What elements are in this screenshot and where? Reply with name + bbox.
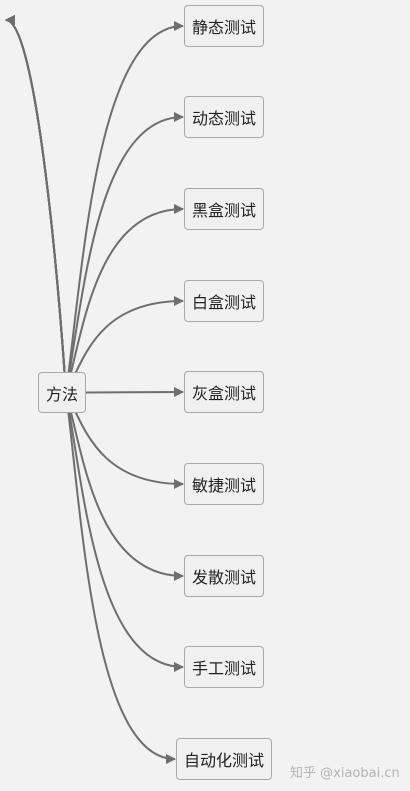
child-node-black-box-test[interactable]: 黑盒测试 — [184, 188, 264, 230]
child-node-label: 灰盒测试 — [191, 384, 256, 403]
edge-16 — [65, 392, 176, 764]
child-node-label: 发散测试 — [191, 568, 256, 587]
child-node-divergent-test[interactable]: 发散测试 — [184, 555, 264, 597]
edge-13 — [5, 15, 67, 393]
root-node[interactable]: 方法 — [38, 372, 86, 413]
child-node-label: 手工测试 — [191, 659, 256, 678]
child-node-label: 静态测试 — [191, 18, 256, 37]
edge-8 — [85, 387, 184, 398]
edge-1 — [5, 15, 67, 393]
child-node-label: 动态测试 — [191, 109, 256, 128]
child-node-gray-box-test[interactable]: 灰盒测试 — [184, 371, 264, 413]
child-node-label: 白盒测试 — [191, 293, 256, 312]
child-node-manual-test[interactable]: 手工测试 — [184, 646, 264, 688]
child-node-dynamic-test[interactable]: 动态测试 — [184, 96, 264, 138]
edge-3 — [5, 15, 67, 393]
edge-9 — [5, 15, 67, 393]
edge-4 — [65, 204, 184, 393]
child-node-automation-test[interactable]: 自动化测试 — [176, 738, 272, 780]
child-node-static-test[interactable]: 静态测试 — [184, 5, 264, 47]
watermark: 知乎 @xiaobai.cn — [290, 766, 400, 781]
edge-17 — [5, 15, 67, 393]
edge-15 — [5, 15, 67, 393]
edge-7 — [5, 15, 67, 393]
child-node-label: 黑盒测试 — [191, 201, 256, 220]
child-node-agile-test[interactable]: 敏捷测试 — [184, 463, 264, 505]
edge-11 — [5, 15, 67, 393]
child-node-label: 敏捷测试 — [191, 476, 256, 495]
child-node-white-box-test[interactable]: 白盒测试 — [184, 280, 264, 322]
edge-2 — [65, 112, 184, 393]
edge-12 — [65, 392, 184, 581]
edge-14 — [65, 392, 184, 672]
edge-5 — [5, 15, 67, 393]
edge-0 — [65, 21, 184, 393]
root-node-label: 方法 — [45, 384, 78, 404]
child-node-label: 自动化测试 — [183, 751, 264, 770]
